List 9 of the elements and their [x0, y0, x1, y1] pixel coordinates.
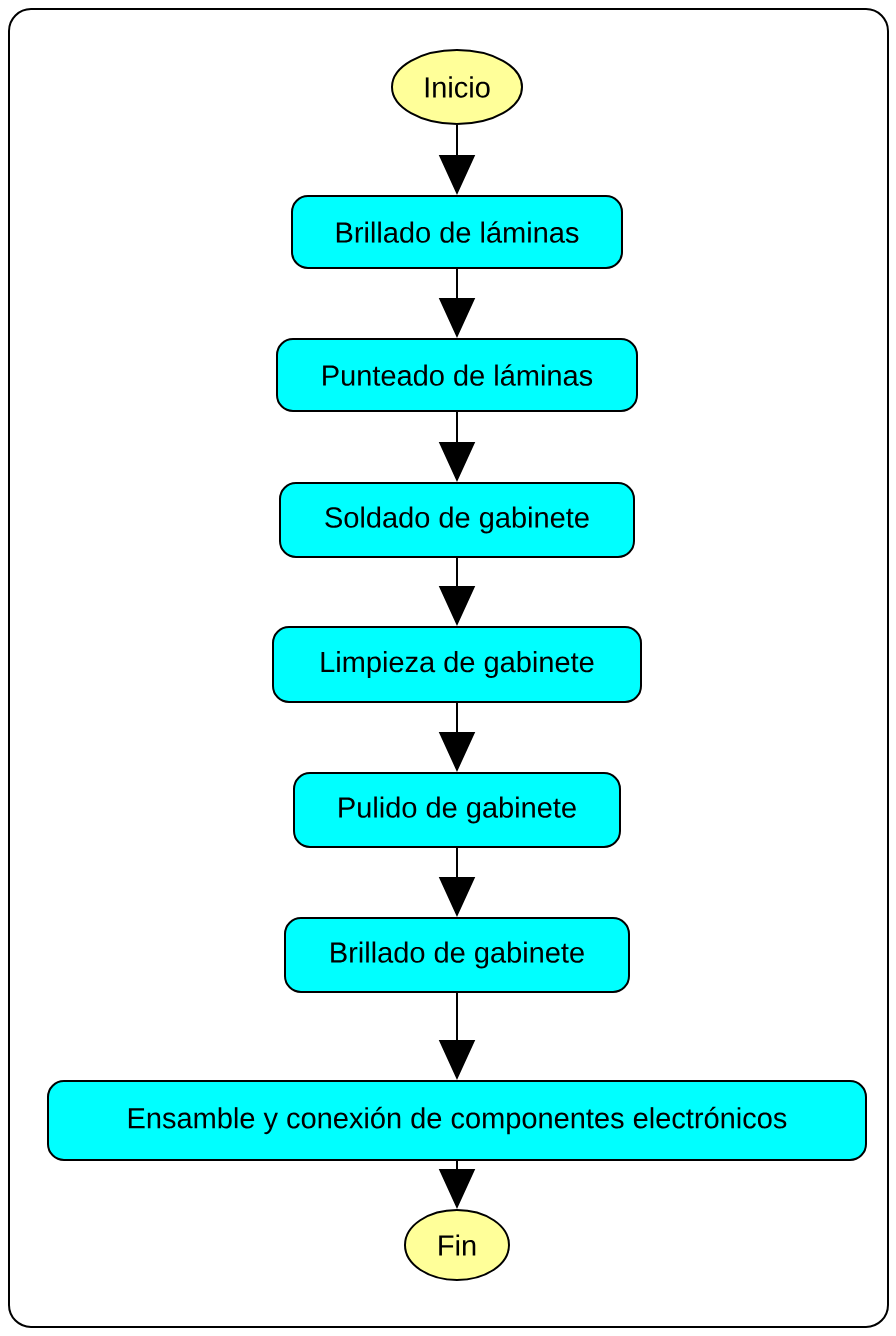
- terminal-oval: Inicio: [391, 49, 523, 125]
- process-box: Brillado de láminas: [291, 195, 623, 269]
- terminal-oval: Fin: [404, 1209, 510, 1281]
- process-box: Limpieza de gabinete: [272, 626, 642, 703]
- process-box: Ensamble y conexión de componentes electrónicos: [47, 1080, 867, 1161]
- process-box: Soldado de gabinete: [279, 482, 635, 558]
- process-box: Punteado de láminas: [276, 338, 638, 412]
- process-box: Brillado de gabinete: [284, 917, 630, 993]
- process-box: Pulido de gabinete: [293, 772, 621, 848]
